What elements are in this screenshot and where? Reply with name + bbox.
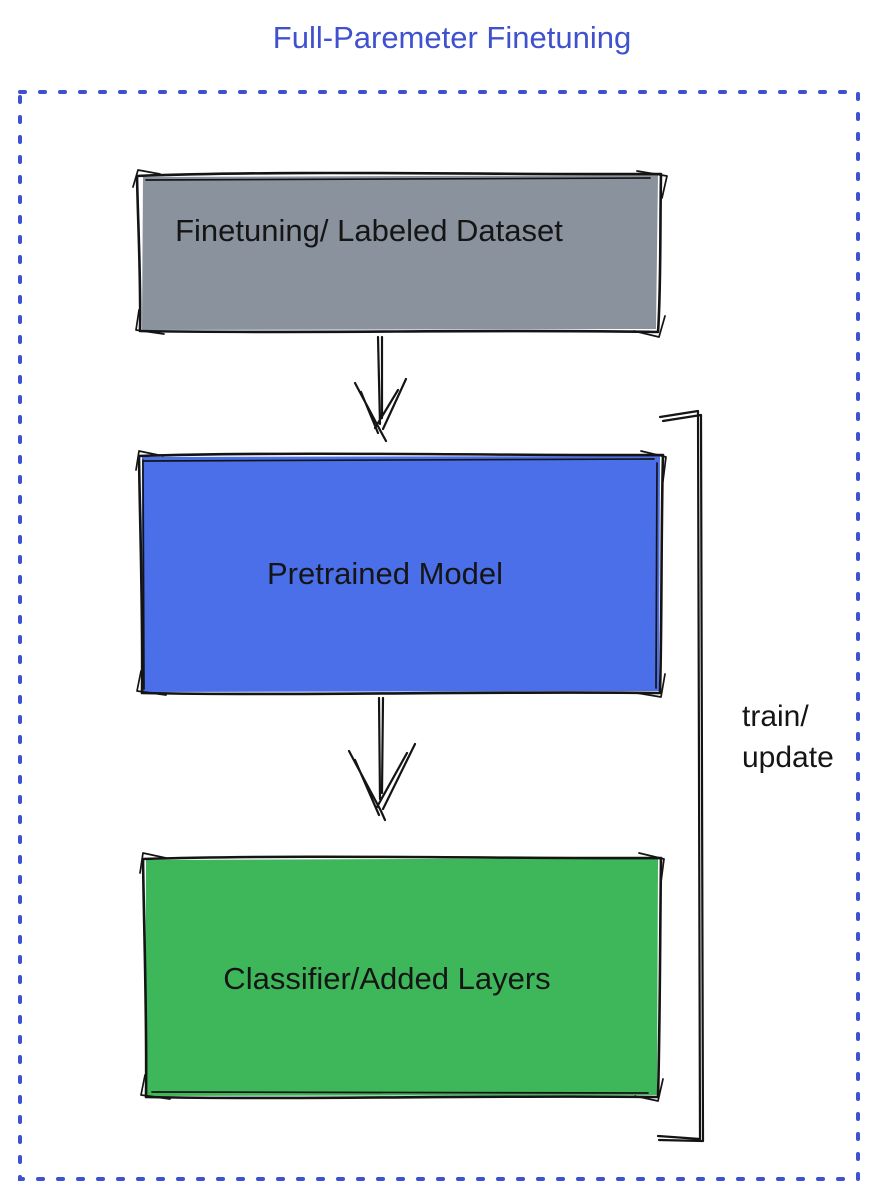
node-classifier-border xyxy=(141,855,663,1100)
bracket-label-line2: update xyxy=(742,741,834,774)
train-update-bracket xyxy=(656,409,705,1143)
node-pretrained-border-sketch xyxy=(135,450,667,698)
node-dataset-fill xyxy=(142,175,658,330)
ink-strokes xyxy=(132,169,705,1143)
node-dataset-border-sketch xyxy=(132,169,668,338)
diagram-title: Full-Paremeter Finetuning xyxy=(272,20,632,55)
node-pretrained-fill xyxy=(141,456,660,692)
node-dataset-border xyxy=(135,171,663,334)
node-pretrained-border xyxy=(137,452,665,696)
node-classifier-border-sketch xyxy=(139,852,665,1102)
bracket-label-line1: train/ xyxy=(742,700,809,733)
arrow-pretrained-to-classifier xyxy=(347,696,417,822)
dotted-boundary xyxy=(18,90,860,1181)
node-classifier-fill xyxy=(145,858,658,1096)
arrow-dataset-to-pretrained xyxy=(353,335,408,443)
node-classifier-label: Classifier/Added Layers xyxy=(223,961,551,996)
node-pretrained-label: Pretrained Model xyxy=(266,556,504,591)
bracket-label: train/ update xyxy=(742,696,834,778)
node-dataset-label: Finetuning/ Labeled Dataset xyxy=(175,213,563,248)
